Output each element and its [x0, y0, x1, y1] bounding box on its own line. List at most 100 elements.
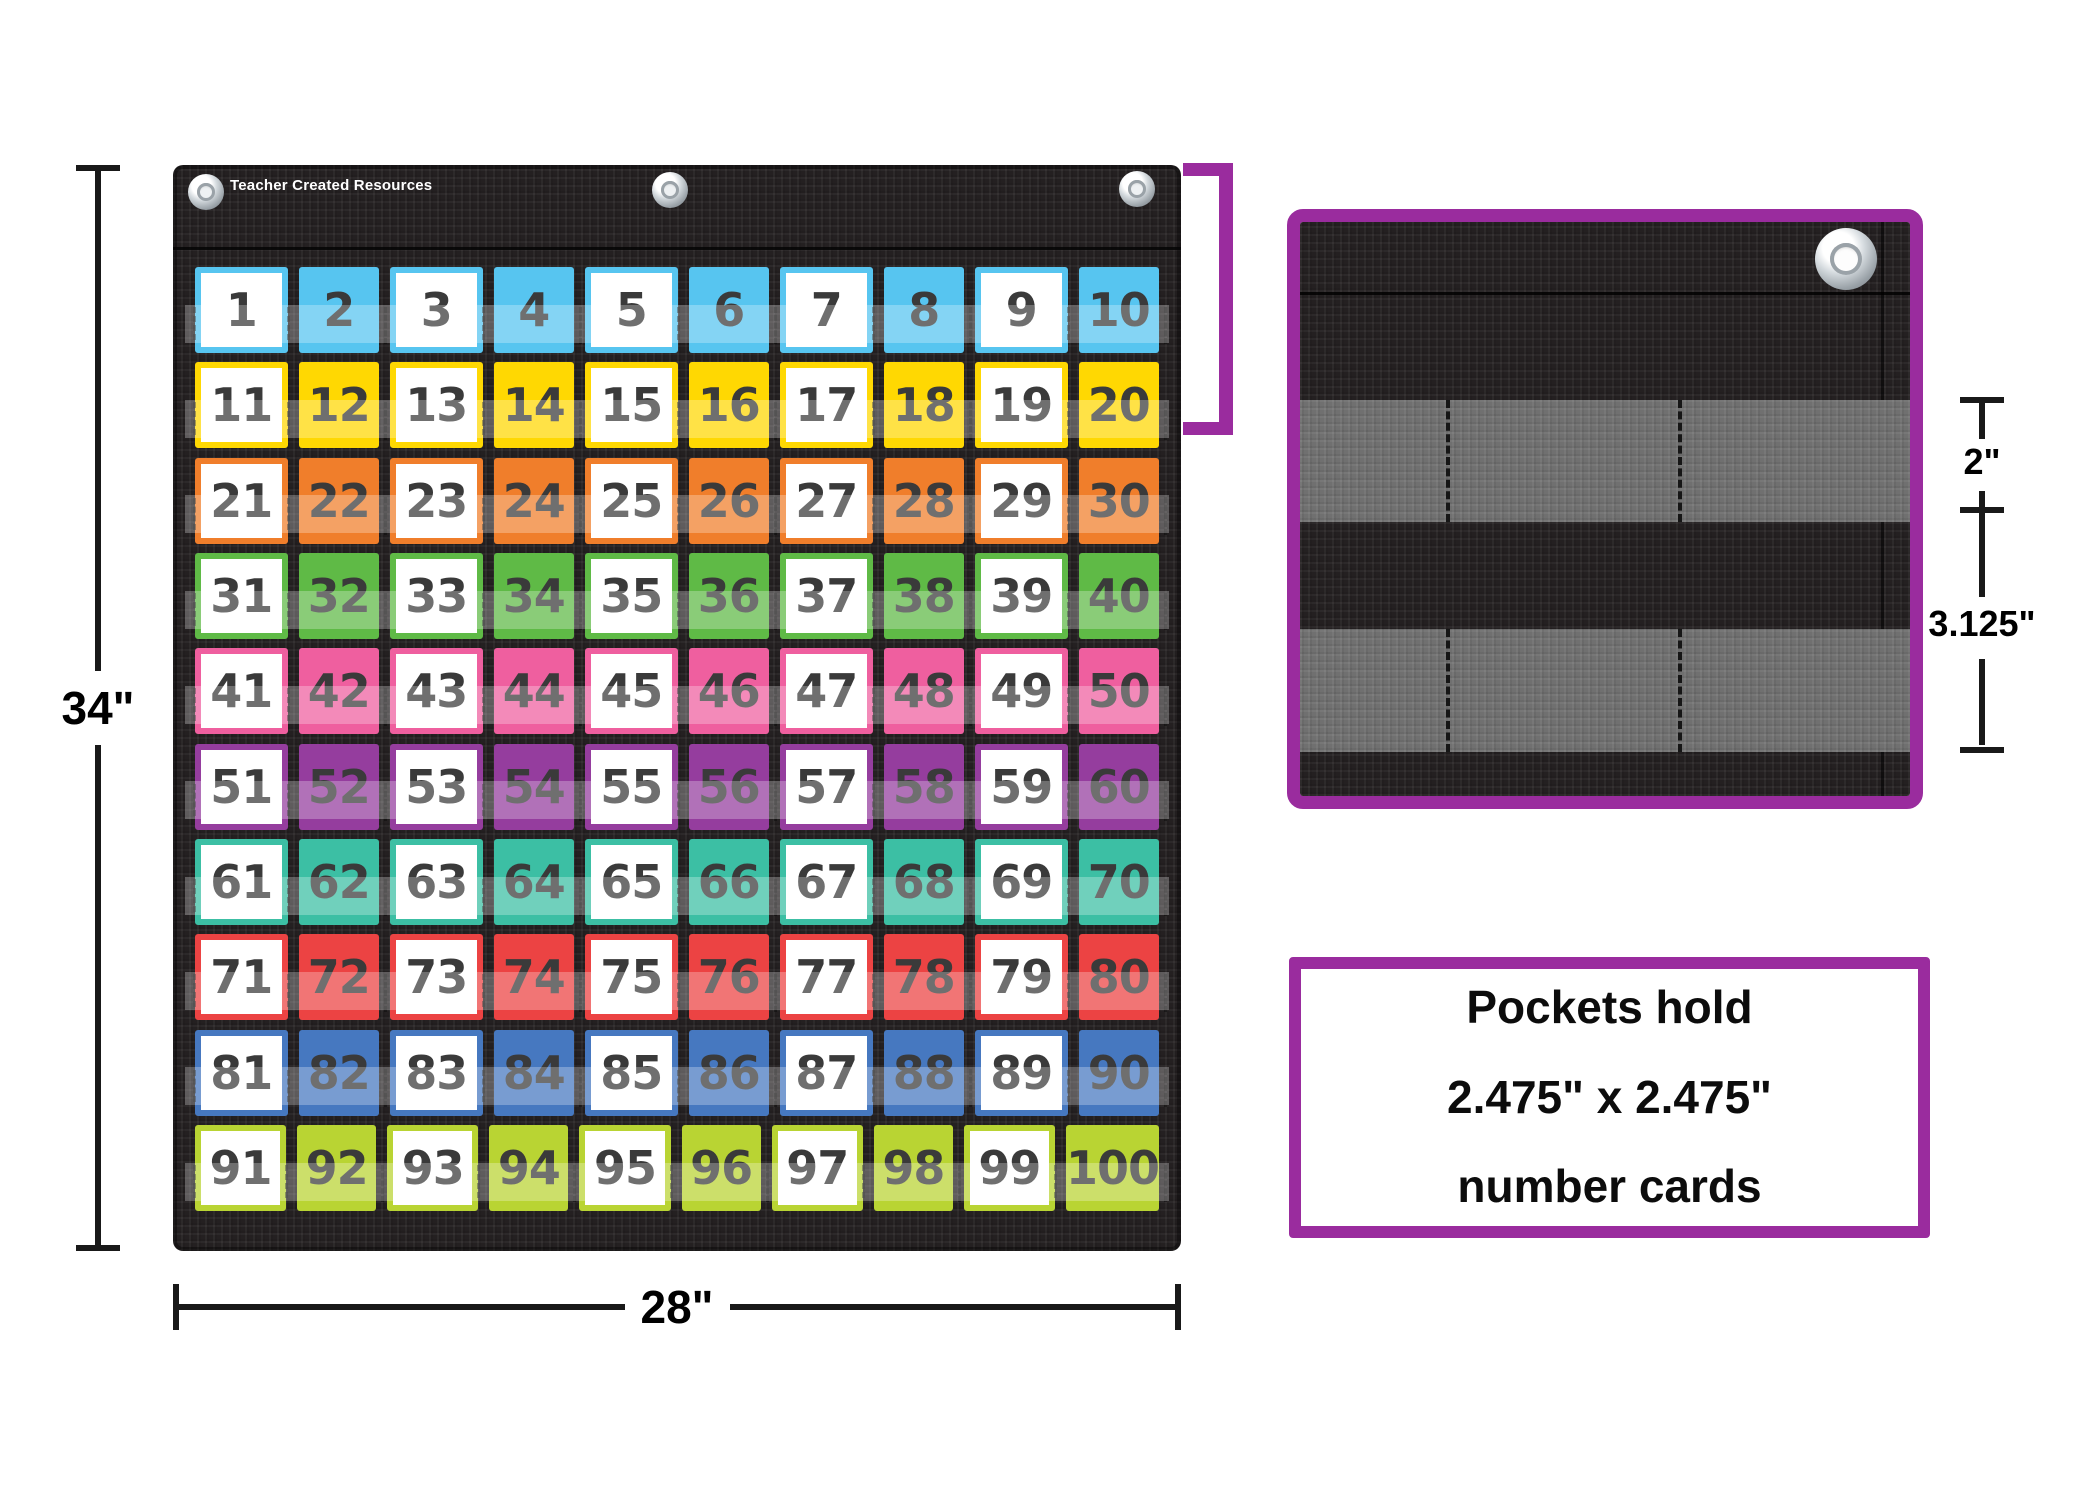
number-card-value: 81	[210, 1045, 273, 1100]
number-card: 50	[1078, 648, 1167, 735]
number-card: 35	[585, 552, 679, 639]
number-card-value: 93	[401, 1140, 465, 1195]
number-card: 76	[688, 934, 777, 1021]
number-card: 97	[771, 1124, 865, 1211]
number-card: 87	[780, 1029, 874, 1116]
number-card-value: 26	[697, 473, 761, 528]
number-card: 53	[390, 743, 484, 830]
number-card-value: 83	[405, 1045, 468, 1100]
number-card: 74	[493, 934, 582, 1021]
number-card: 34	[493, 552, 582, 639]
number-card: 63	[390, 838, 484, 925]
number-card-value: 84	[502, 1045, 566, 1100]
number-card-value: 23	[405, 473, 468, 528]
number-card-value: 19	[990, 378, 1053, 433]
number-card: 28	[883, 457, 972, 544]
number-card: 40	[1078, 552, 1167, 639]
number-card: 48	[883, 648, 972, 735]
number-card-value: 76	[697, 950, 761, 1005]
number-card-value: 56	[697, 759, 761, 814]
number-card-value: 33	[405, 568, 468, 623]
number-card: 42	[298, 648, 387, 735]
number-card-value: 8	[908, 283, 940, 337]
number-card-value: 54	[502, 759, 566, 814]
number-card: 52	[298, 743, 387, 830]
number-card: 24	[493, 457, 582, 544]
number-card-value: 97	[786, 1140, 849, 1195]
number-card-value: 4	[518, 283, 550, 337]
number-card-value: 5	[615, 283, 648, 337]
dimension-end-cap	[1960, 397, 2004, 403]
height-dimension: 34"	[62, 165, 135, 1251]
swatch-top-seam	[1300, 292, 1910, 295]
number-card: 84	[493, 1029, 582, 1116]
number-card-value: 100	[1065, 1140, 1160, 1195]
number-card-value: 41	[210, 664, 273, 719]
swatch-dimensions: 2" 3.125"	[1928, 397, 2036, 753]
number-card-value: 63	[405, 854, 468, 909]
pocket-strip	[1300, 400, 1910, 522]
number-card: 67	[780, 838, 874, 925]
dimension-end-cap	[76, 165, 120, 171]
number-card-value: 99	[978, 1140, 1041, 1195]
row-pitch-label: 3.125"	[1928, 603, 2036, 644]
number-card: 60	[1078, 743, 1167, 830]
number-card-value: 35	[600, 568, 663, 623]
grommet-icon	[188, 174, 224, 210]
number-card-value: 46	[697, 664, 761, 719]
number-card: 20	[1078, 362, 1167, 449]
number-card-value: 49	[990, 664, 1053, 719]
number-card-value: 58	[892, 759, 956, 814]
number-card-value: 30	[1087, 473, 1151, 528]
number-card-value: 88	[892, 1045, 956, 1100]
number-card-value: 34	[502, 568, 566, 623]
dimension-end-cap	[173, 1284, 179, 1330]
number-card: 88	[883, 1029, 972, 1116]
dimension-line	[95, 171, 101, 671]
number-card-value: 6	[713, 283, 745, 337]
dimension-line	[729, 1304, 1176, 1310]
stitch-line	[1678, 629, 1682, 752]
number-card: 83	[390, 1029, 484, 1116]
number-card: 18	[883, 362, 972, 449]
number-card: 79	[975, 934, 1069, 1021]
number-card-value: 78	[892, 950, 956, 1005]
number-card-value: 17	[795, 378, 858, 433]
number-card: 81	[193, 1029, 289, 1116]
number-card: 26	[688, 457, 777, 544]
number-card: 98	[873, 1124, 961, 1211]
number-card-value: 71	[210, 950, 273, 1005]
pocket-size-callout: Pockets hold 2.475" x 2.475" number card…	[1289, 957, 1930, 1238]
number-card: 92	[297, 1124, 385, 1211]
number-card: 29	[975, 457, 1069, 544]
number-card-value: 2	[323, 283, 355, 337]
number-card-value: 80	[1087, 950, 1151, 1005]
number-card-value: 89	[990, 1045, 1053, 1100]
number-card: 14	[493, 362, 582, 449]
number-card-value: 21	[210, 473, 273, 528]
number-card-value: 87	[795, 1045, 858, 1100]
number-card-value: 28	[892, 473, 956, 528]
number-card: 27	[780, 457, 874, 544]
number-card: 10	[1078, 267, 1167, 353]
number-card: 73	[390, 934, 484, 1021]
number-card-value: 18	[892, 378, 956, 433]
number-card: 71	[193, 934, 289, 1021]
number-card-value: 77	[795, 950, 858, 1005]
pocket-detail-swatch	[1287, 209, 1923, 809]
number-card-value: 90	[1087, 1045, 1151, 1100]
number-card-value: 43	[405, 664, 468, 719]
number-card-value: 48	[892, 664, 956, 719]
number-card: 47	[780, 648, 874, 735]
number-card-value: 20	[1087, 378, 1151, 433]
number-card: 2	[298, 267, 387, 353]
number-card: 64	[493, 838, 582, 925]
number-card-value: 27	[795, 473, 858, 528]
number-card-value: 82	[307, 1045, 371, 1100]
number-card-value: 57	[795, 759, 858, 814]
